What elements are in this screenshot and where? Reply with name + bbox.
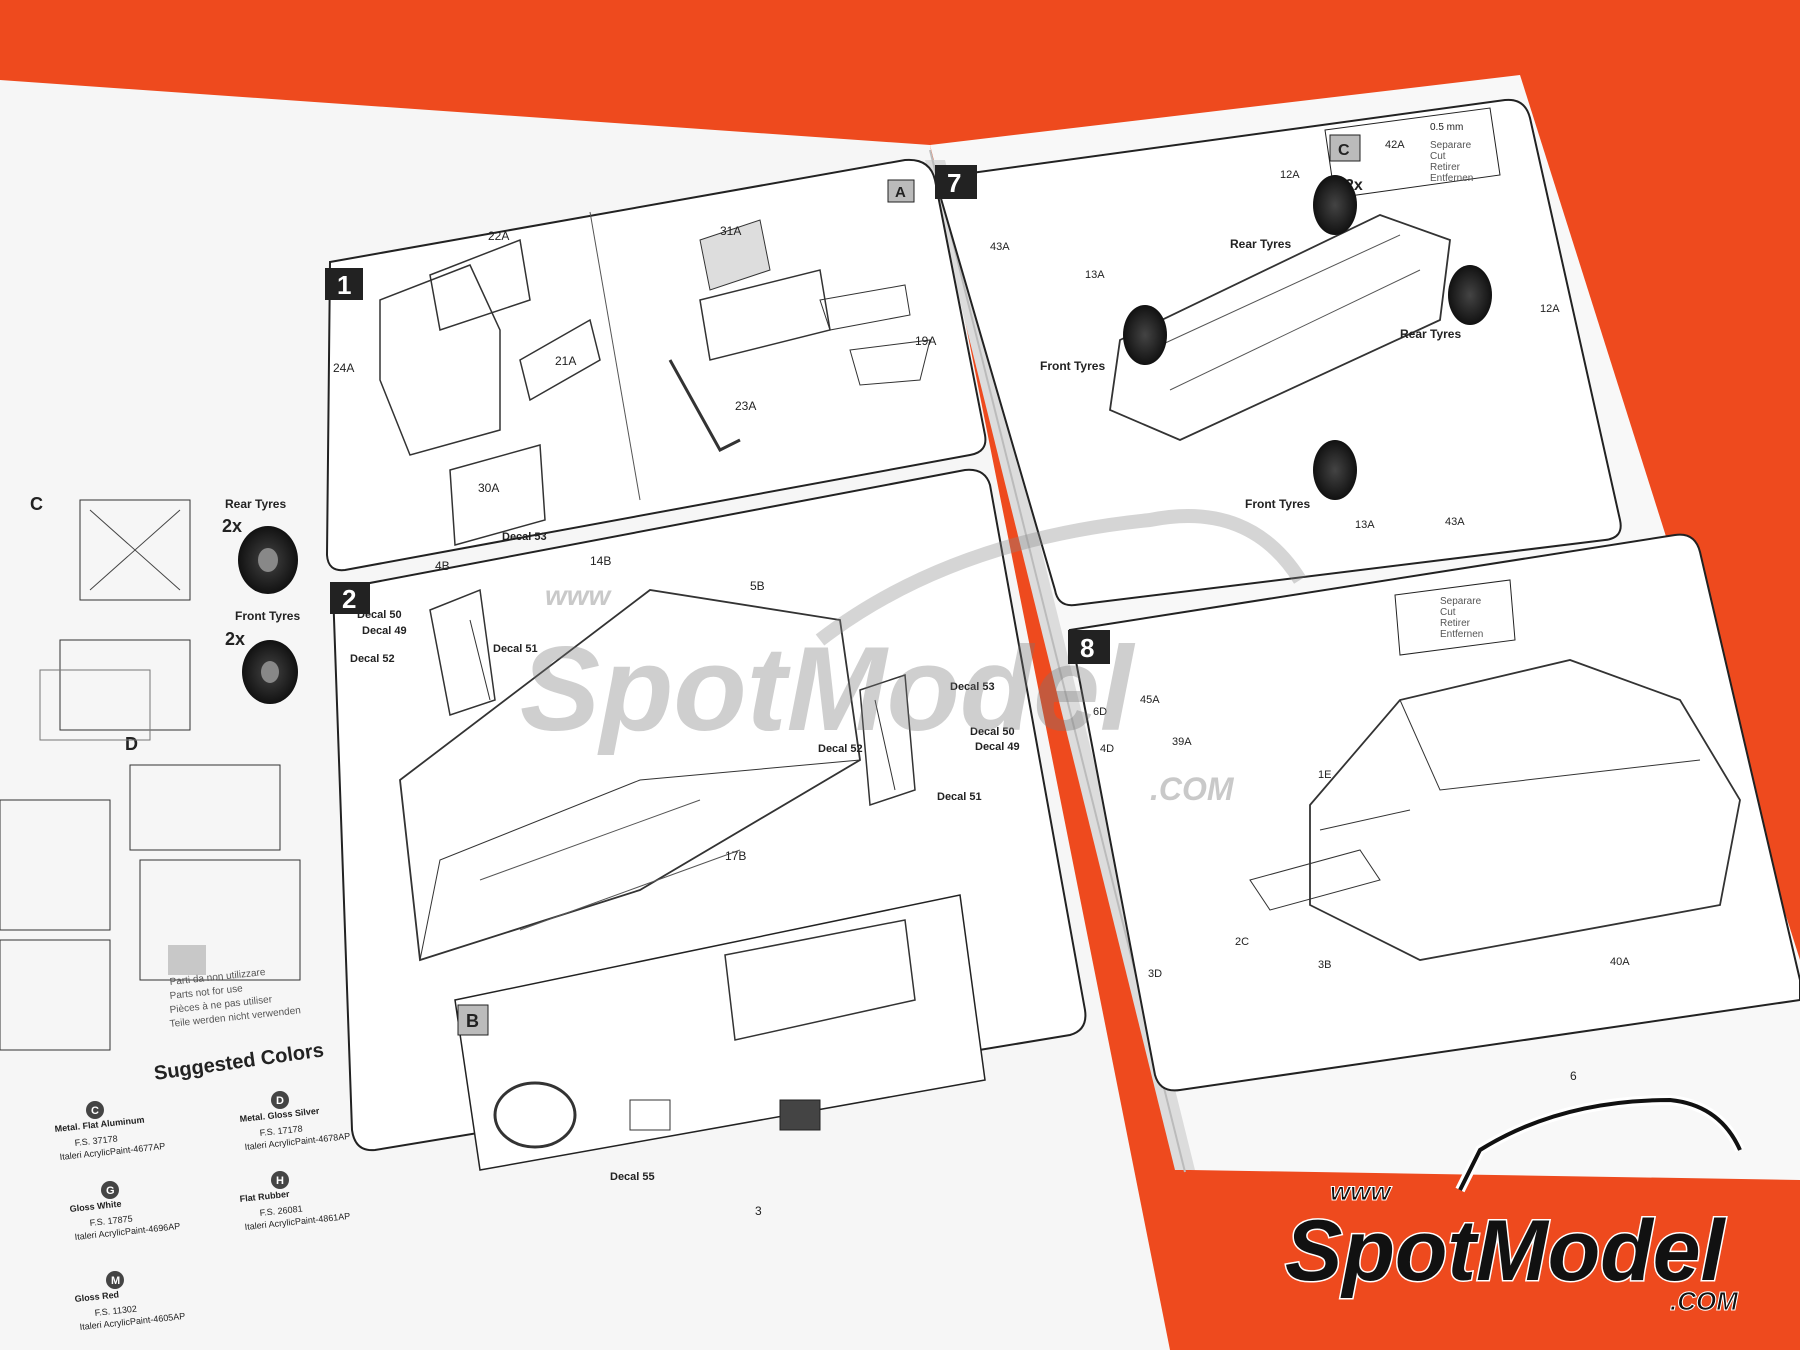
step-2-decal-label: Decal 49 <box>362 625 407 637</box>
step-8-cut-word: Cut <box>1440 607 1456 618</box>
step-2-decal-label: Decal 52 <box>818 743 863 755</box>
step-8-part-label: 40A <box>1610 956 1630 968</box>
step-2-decal-label: Decal 52 <box>350 653 395 665</box>
color-fs-code: F.S. 26081 <box>259 1204 303 1218</box>
sub-b-decal-label: Decal 55 <box>610 1171 655 1183</box>
step-8-part-label: 39A <box>1172 736 1192 748</box>
step-7-part-label: 12A <box>1540 303 1560 315</box>
step-7-cut-word: Separare <box>1430 140 1472 151</box>
step-2-part-label: 14B <box>590 554 611 568</box>
color-letter: D <box>276 1095 284 1107</box>
step-8-part-label: 4D <box>1100 743 1114 755</box>
section-c-letter: C <box>30 494 43 514</box>
step-2-panel: 2 4B 14B 5B 17B Decal 53 Decal 50 Decal 49 Deca… <box>330 468 1087 1183</box>
step-2-decal-label: Decal 53 <box>502 531 547 543</box>
step-1-box-letter: A <box>895 184 906 201</box>
color-fs-code: F.S. 37178 <box>74 1134 118 1148</box>
step-7-front-tyres-label-2: Front Tyres <box>1245 497 1310 511</box>
step-1-part-label: 21A <box>555 354 576 368</box>
step-1-number: 1 <box>337 270 351 300</box>
step-1-part-label: 19A <box>915 334 936 348</box>
watermark-brand: SpotModel <box>520 622 1136 756</box>
step-2-decal-label: Decal 51 <box>493 643 538 655</box>
step-2-part-label: 4B <box>435 559 450 573</box>
color-fs-code: F.S. 17178 <box>259 1124 303 1138</box>
step-7-cut-size: 0.5 mm <box>1430 122 1463 133</box>
color-letter-badge <box>101 1181 119 1199</box>
step-1-part-label: 22A <box>488 229 509 243</box>
front-tyres-label: Front Tyres <box>235 609 300 623</box>
color-letter-badge <box>106 1271 124 1289</box>
step-7-box-letter: C <box>1338 142 1350 159</box>
step-2-number: 2 <box>342 584 356 614</box>
right-page-number: 6 <box>1570 1069 1577 1083</box>
step-7-rear-tyres-label-2: Rear Tyres <box>1400 327 1461 341</box>
step-8-part-label: 3D <box>1148 968 1162 980</box>
step-8-cut-word: Retirer <box>1440 618 1471 629</box>
rear-tyres-label: Rear Tyres <box>225 497 286 511</box>
step-2-decal-label: Decal 53 <box>950 681 995 693</box>
step-8-part-label: 6D <box>1093 706 1107 718</box>
step-8-cut-word: Entfernen <box>1440 629 1483 640</box>
step-7-cut-word: Retirer <box>1430 162 1461 173</box>
step-7-front-tyres-label: Front Tyres <box>1040 359 1105 373</box>
rear-tyres-qty: 2x <box>222 516 242 536</box>
step-7-number: 7 <box>947 168 961 198</box>
color-letter: H <box>276 1175 284 1187</box>
step-1-panel: 1 A 22A 24A 21A 30A 31A 19A 23A <box>325 158 987 572</box>
step-7-panel: 7 C 2x 0.5 mm SeparareCutRetirerEntferne… <box>933 98 1622 607</box>
step-1-part-label: 24A <box>333 361 354 375</box>
step-7-part-label: 13A <box>1355 519 1375 531</box>
step-2-part-label: 17B <box>725 849 746 863</box>
step-8-part-label: 1E <box>1318 769 1331 781</box>
step-7-part-label: 13A <box>1085 269 1105 281</box>
step-2-decal-label: Decal 50 <box>357 609 402 621</box>
step-7-part-label: 12A <box>1280 169 1300 181</box>
step-2-decal-label: Decal 49 <box>975 741 1020 753</box>
step-7-cut-word: Entfernen <box>1430 173 1473 184</box>
step-7-part-label: 43A <box>990 241 1010 253</box>
color-letter: C <box>91 1105 99 1117</box>
step-1-part-label: 30A <box>478 481 499 495</box>
color-name: Gloss Red <box>74 1289 119 1304</box>
step-1-part-label: 23A <box>735 399 756 413</box>
step-8-cut-word: Separare <box>1440 596 1482 607</box>
color-letter-badge <box>271 1091 289 1109</box>
step-7-part-label: 42A <box>1385 139 1405 151</box>
step-7-cut-word: Cut <box>1430 151 1446 162</box>
step-1-part-label: 31A <box>720 224 741 238</box>
color-fs-code: F.S. 11302 <box>94 1304 137 1318</box>
step-8-part-label: 3B <box>1318 959 1331 971</box>
color-letter-badge <box>271 1171 289 1189</box>
logo-tld: .COM <box>1670 1286 1739 1316</box>
color-letter: M <box>111 1275 120 1287</box>
watermark-www: www <box>545 580 613 611</box>
section-d-letter: D <box>125 734 138 754</box>
watermark: www SpotModel .COM <box>520 509 1306 807</box>
logo-brand: SpotModel <box>1285 1203 1727 1299</box>
step-8-part-label: 45A <box>1140 694 1160 706</box>
step-7-rear-tyres-label: Rear Tyres <box>1230 237 1291 251</box>
step-2-part-label: 5B <box>750 579 765 593</box>
step-8-part-label: 2C <box>1235 936 1249 948</box>
step-7-part-label: 43A <box>1445 516 1465 528</box>
sub-b-letter: B <box>466 1011 479 1031</box>
left-page-number: 3 <box>755 1204 762 1218</box>
logo-www: www <box>1330 1176 1392 1206</box>
color-fs-code: F.S. 17875 <box>89 1214 133 1228</box>
step-2-decal-label: Decal 50 <box>970 726 1015 738</box>
color-letter: G <box>106 1185 115 1197</box>
front-tyres-qty: 2x <box>225 629 245 649</box>
watermark-tld: .COM <box>1150 771 1235 807</box>
step-8-number: 8 <box>1080 633 1094 663</box>
spotmodel-logo: www SpotModel .COM <box>1284 1094 1745 1317</box>
color-letter-badge <box>86 1101 104 1119</box>
step-2-decal-label: Decal 51 <box>937 791 982 803</box>
